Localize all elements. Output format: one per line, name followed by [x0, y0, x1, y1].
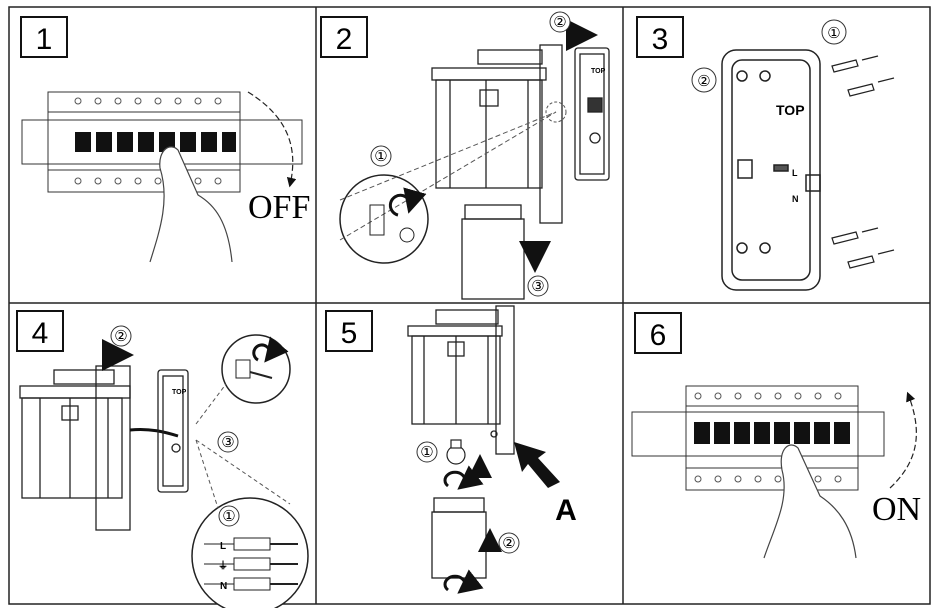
- step-number-box: [634, 312, 682, 354]
- screw-detail-circle: [195, 334, 291, 425]
- screw-detail-circle: [339, 111, 557, 264]
- callout-1-circle: [370, 145, 392, 167]
- on-direction-arrow: [889, 391, 917, 489]
- step-number: 5: [341, 317, 358, 350]
- breaker-panel: [631, 385, 885, 491]
- terminal-block-detail: [191, 439, 309, 608]
- screw-location-ring: [545, 101, 567, 123]
- callout-1-circle: [416, 441, 438, 463]
- off-direction-arrow: [247, 91, 297, 188]
- callout-3-circle: [217, 431, 239, 453]
- panel-grid: [8, 6, 931, 605]
- callout-3: ③: [531, 279, 544, 295]
- panel-6: 6 ON: [631, 312, 921, 559]
- twist-arrow-top: [443, 465, 484, 490]
- bracket-top-label: TOP: [172, 389, 187, 396]
- wire-label-l: L: [792, 168, 798, 178]
- step-number: 1: [36, 23, 53, 56]
- step-number: 4: [32, 317, 49, 350]
- callout-2: ②: [502, 536, 515, 552]
- top-label: TOP: [776, 102, 805, 118]
- panel-3: 3 TOP L N ① ②: [636, 16, 895, 291]
- callout-2-circle: [498, 532, 520, 554]
- glass-cylinder: [461, 204, 525, 300]
- callout-3-circle: [527, 275, 549, 297]
- step-number-box: [636, 16, 684, 58]
- step-number: 3: [652, 23, 669, 56]
- pointer-label-a: A: [555, 494, 577, 527]
- callout-2-circle: [110, 325, 132, 347]
- callout-1-circle: [218, 505, 240, 527]
- terminal-label-l: L: [220, 541, 226, 552]
- glass-cylinder: [431, 497, 487, 579]
- step-number: 6: [650, 319, 667, 352]
- step-number-box: [20, 16, 68, 58]
- callout-3: ③: [221, 435, 234, 451]
- on-label: ON: [872, 491, 921, 528]
- callout-2-circle: [549, 11, 571, 33]
- hand-outline: [763, 444, 857, 559]
- step-number-box: [16, 310, 64, 352]
- lantern-fixture: [407, 305, 515, 455]
- light-bulb: [446, 439, 466, 465]
- off-label: OFF: [248, 189, 310, 226]
- lantern-fixture: [19, 365, 179, 531]
- callout-1: ①: [374, 149, 387, 165]
- panel-5: 5 ① ② A: [325, 305, 577, 594]
- twist-arrow-bottom: [443, 569, 484, 594]
- callout-2: ②: [114, 329, 127, 345]
- hand-outline: [149, 146, 233, 263]
- callout-1: ①: [827, 26, 840, 42]
- panel-2: 2 TOP ② ③: [320, 11, 610, 300]
- wall-plugs-and-screws: [831, 55, 895, 269]
- terminal-label-n: N: [220, 581, 227, 592]
- callout-2: ②: [697, 74, 710, 90]
- step-number-box: [325, 310, 373, 352]
- panel-1: 1 OFF: [20, 16, 310, 263]
- breaker-switches: [694, 392, 850, 483]
- wire-label-n: N: [792, 194, 799, 204]
- bracket-plate: [157, 369, 189, 493]
- step-number-box: [320, 16, 368, 58]
- callout-1: ①: [222, 509, 235, 525]
- breaker-switches: [74, 97, 236, 185]
- pointer-arrow-a: [514, 442, 560, 488]
- callout-1-circle: [821, 19, 847, 45]
- callout-2-circle: [691, 67, 717, 93]
- callout-2: ②: [553, 15, 566, 31]
- callout-1: ①: [420, 445, 433, 461]
- panel-4: 4 TOP ② ③: [16, 310, 309, 608]
- step-number: 2: [336, 23, 353, 56]
- mounting-bracket: [721, 49, 821, 291]
- terminal-label-earth: ⏚: [218, 560, 228, 572]
- bracket-top-label: TOP: [591, 68, 606, 75]
- lantern-fixture: [431, 44, 563, 224]
